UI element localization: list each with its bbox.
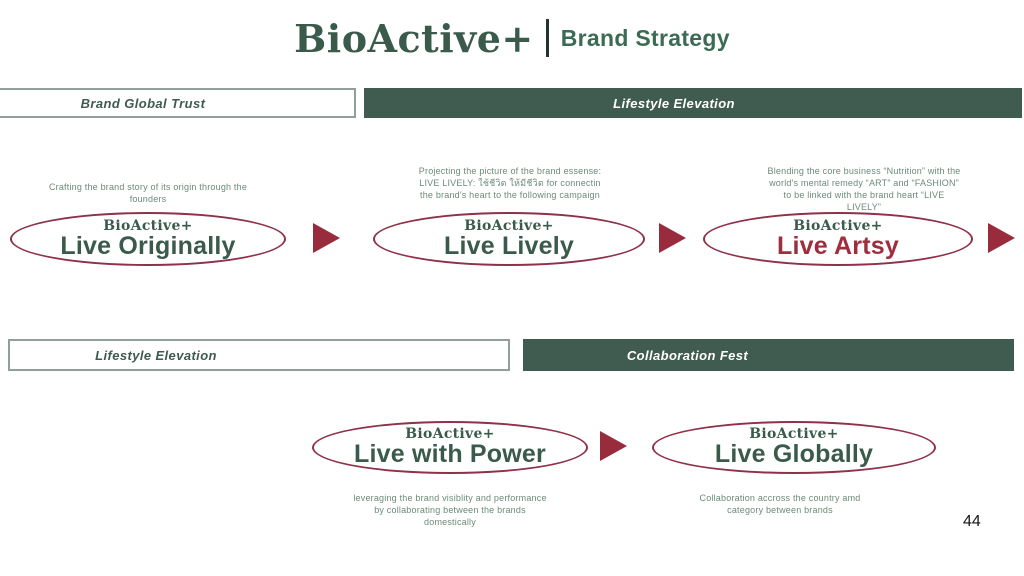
stage-ellipse-live-artsy: BioActive+ Live Artsy: [703, 212, 973, 266]
arrow-right-icon: [988, 223, 1015, 253]
page-title: Brand Strategy: [560, 24, 730, 51]
stage-ellipse-live-globally: BioActive+ Live Globally: [652, 421, 936, 474]
stage-brand-label: BioActive+: [464, 217, 554, 234]
arrow-right-icon: [659, 223, 686, 253]
stage-caption-live-globally: Collaboration accross the country amd ca…: [699, 493, 861, 516]
bioactive-logo: BioActive+: [294, 15, 534, 61]
stage-caption-live-artsy: Blending the core business “Nutrition” w…: [767, 166, 961, 213]
page-number: 44: [963, 513, 981, 530]
arrow-right-icon: [313, 223, 340, 253]
stage-brand-label: BioActive+: [793, 217, 883, 234]
header: BioActive+ Brand Strategy: [0, 12, 1024, 64]
stage-brand-label: BioActive+: [103, 217, 193, 234]
stage-phrase: Live Originally: [60, 231, 236, 260]
phase-bar-lifestyle-elevation-2: Lifestyle Elevation: [8, 339, 510, 371]
stage-phrase: Live Lively: [443, 231, 575, 260]
stage-phrase: Live with Power: [354, 440, 546, 469]
stage-caption-live-with-power: leveraging the brand visiblity and perfo…: [353, 493, 547, 528]
phase-bar-collaboration-fest: Collaboration Fest: [523, 339, 1014, 371]
stage-caption-live-originally: Crafting the brand story of its origin t…: [48, 182, 248, 205]
stage-ellipse-live-originally: BioActive+ Live Originally: [10, 212, 286, 266]
arrow-right-icon: [600, 431, 627, 461]
stage-brand-label: BioActive+: [749, 426, 839, 443]
phase-bar-lifestyle-elevation: Lifestyle Elevation: [364, 88, 1022, 118]
stage-phrase: Live Artsy: [777, 231, 899, 260]
stage-phrase: Live Globally: [714, 440, 874, 469]
stage-ellipse-live-lively: BioActive+ Live Lively: [373, 212, 645, 266]
phase-bar-brand-global-trust: Brand Global Trust: [0, 88, 356, 118]
stage-caption-live-lively: Projecting the picture of the brand esse…: [418, 166, 602, 201]
stage-brand-label: BioActive+: [405, 426, 495, 443]
header-divider: [545, 19, 549, 57]
stage-ellipse-live-with-power: BioActive+ Live with Power: [312, 421, 588, 474]
